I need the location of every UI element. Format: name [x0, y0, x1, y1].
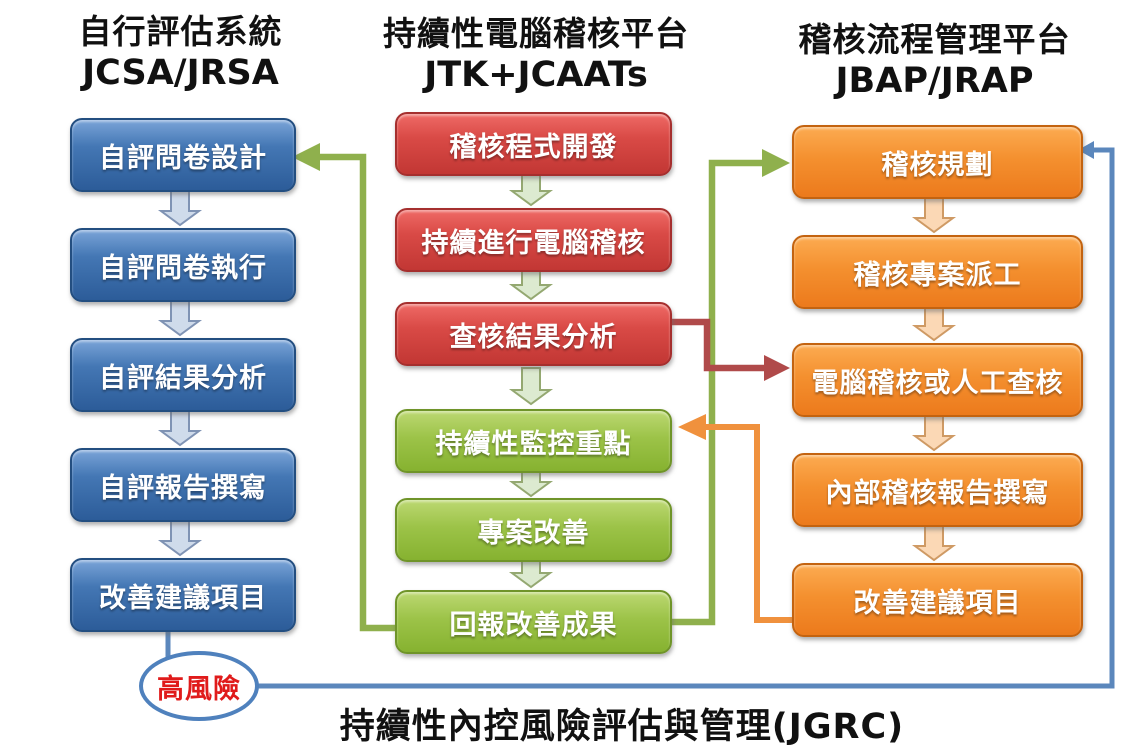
down-arrow-icon: [508, 174, 554, 207]
box-audit-result-analysis: 查核結果分析: [395, 302, 672, 366]
column-subtitle: JTK+JCAATs: [424, 55, 648, 96]
box-improvement-suggestions-left: 改善建議項目: [70, 558, 296, 632]
column-title: 稽核流程管理平台: [798, 20, 1071, 59]
arrowhead-left-icon: [292, 143, 320, 171]
box-continuous-monitoring-focus: 持續性監控重點: [395, 409, 672, 473]
diagram-footer-title: 持續性內控風險評估與管理(JGRC): [339, 707, 905, 746]
box-improvement-suggestions-right: 改善建議項目: [792, 563, 1083, 637]
arrowhead-right-icon: [764, 355, 790, 381]
box-audit-project-dispatch: 稽核專案派工: [792, 235, 1083, 309]
down-arrow-icon: [911, 415, 957, 452]
arrowhead-right-icon: [762, 149, 790, 177]
column-subtitle: JCSA/JRSA: [82, 53, 279, 94]
box-self-result-analysis: 自評結果分析: [70, 338, 296, 412]
column-title: 持續性電腦稽核平台: [383, 14, 689, 53]
box-internal-audit-report-writing: 內部稽核報告撰寫: [792, 453, 1083, 527]
column-subtitle: JBAP/JRAP: [835, 61, 1034, 102]
down-arrow-icon: [508, 470, 554, 498]
down-arrow-icon: [508, 560, 554, 589]
box-audit-planning: 稽核規劃: [792, 125, 1083, 199]
box-project-improvement: 專案改善: [395, 498, 672, 562]
high-risk-badge: 高風險: [139, 651, 259, 721]
arrowhead-left-icon: [1078, 141, 1094, 159]
column-title: 自行評估系統: [78, 12, 283, 51]
down-arrow-icon: [157, 410, 203, 447]
connector-improvement-to-monitoring: [678, 414, 792, 623]
arrowhead-left-icon: [678, 414, 706, 440]
down-arrow-icon: [911, 525, 957, 562]
box-continuous-computer-audit: 持續進行電腦稽核: [395, 208, 672, 272]
box-self-report-writing: 自評報告撰寫: [70, 448, 296, 522]
column-header-jbap: 稽核流程管理平台 JBAP/JRAP: [752, 20, 1117, 103]
down-arrow-icon: [508, 270, 554, 301]
high-risk-label: 高風險: [157, 673, 241, 705]
down-arrow-icon: [157, 190, 203, 227]
column-header-jcsa: 自行評估系統 JCSA/JRSA: [38, 12, 323, 95]
down-arrow-icon: [911, 307, 957, 342]
down-arrow-icon: [157, 300, 203, 337]
box-computer-or-manual-audit: 電腦稽核或人工查核: [792, 343, 1083, 417]
connector-feedback-to-self-assessment: [292, 143, 398, 632]
down-arrow-icon: [508, 367, 554, 406]
box-self-questionnaire-design: 自評問卷設計: [70, 118, 296, 192]
column-header-jtk: 持續性電腦稽核平台 JTK+JCAATs: [341, 14, 731, 97]
down-arrow-icons-right: [911, 197, 957, 562]
down-arrow-icons-left: [157, 190, 203, 557]
connector-feedback-to-audit-planning: [668, 149, 790, 626]
down-arrow-icons-middle: [508, 174, 554, 589]
connector-analysis-to-audit-execution: [668, 318, 790, 381]
box-self-questionnaire-execution: 自評問卷執行: [70, 228, 296, 302]
box-report-improvement-results: 回報改善成果: [395, 590, 672, 654]
box-audit-program-development: 稽核程式開發: [395, 112, 672, 176]
down-arrow-icon: [157, 520, 203, 557]
down-arrow-icon: [911, 197, 957, 234]
